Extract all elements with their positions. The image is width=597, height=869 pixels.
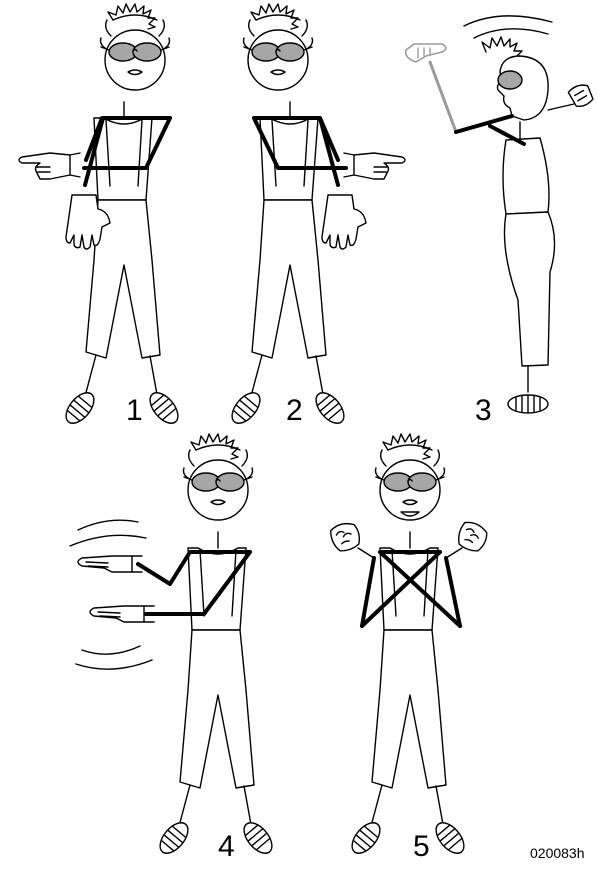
figure-3: 3 — [406, 16, 596, 427]
figure-2: 2 — [227, 4, 405, 428]
figure-label-4: 4 — [218, 830, 235, 863]
figure-label-3: 3 — [475, 394, 492, 427]
figure-label-2: 2 — [286, 394, 303, 427]
figure-1: 1 — [19, 4, 183, 428]
figure-label-1: 1 — [126, 394, 143, 427]
figure-code: 020083h — [530, 845, 585, 861]
figure-5: 5 — [328, 434, 490, 863]
figure-4: 4 — [70, 434, 277, 863]
figure-label-5: 5 — [413, 830, 430, 863]
